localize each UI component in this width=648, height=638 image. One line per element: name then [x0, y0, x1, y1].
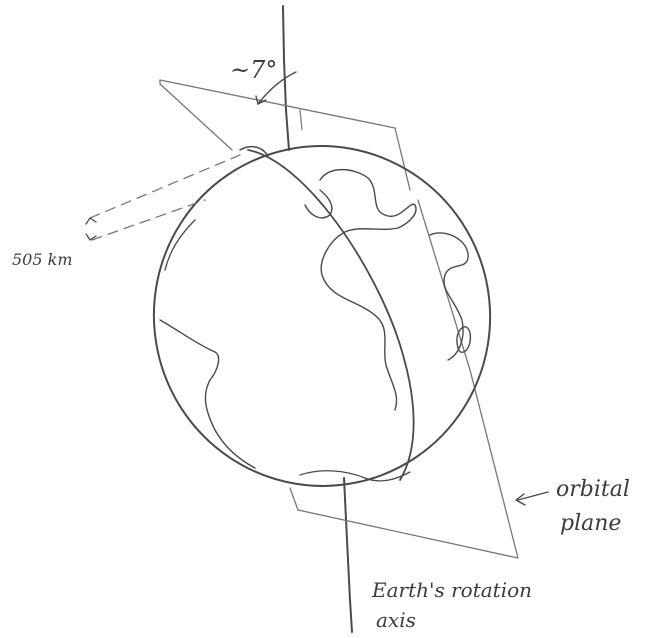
- axis-label-line1: Earth's rotation: [371, 578, 532, 602]
- rotation-axis: [283, 6, 352, 632]
- distance-label: 505 km: [12, 250, 73, 269]
- distance-indicator: [86, 155, 240, 240]
- orbital-plane-label-line2: plane: [560, 511, 621, 536]
- orbital-plane-label-line1: orbital: [556, 477, 630, 502]
- axis-label-line2: axis: [376, 608, 416, 632]
- orbital-plane: [160, 80, 518, 558]
- orbital-plane-pointer: [516, 492, 548, 505]
- tilt-angle-label: ~7°: [230, 56, 277, 84]
- earth-globe: [122, 115, 521, 517]
